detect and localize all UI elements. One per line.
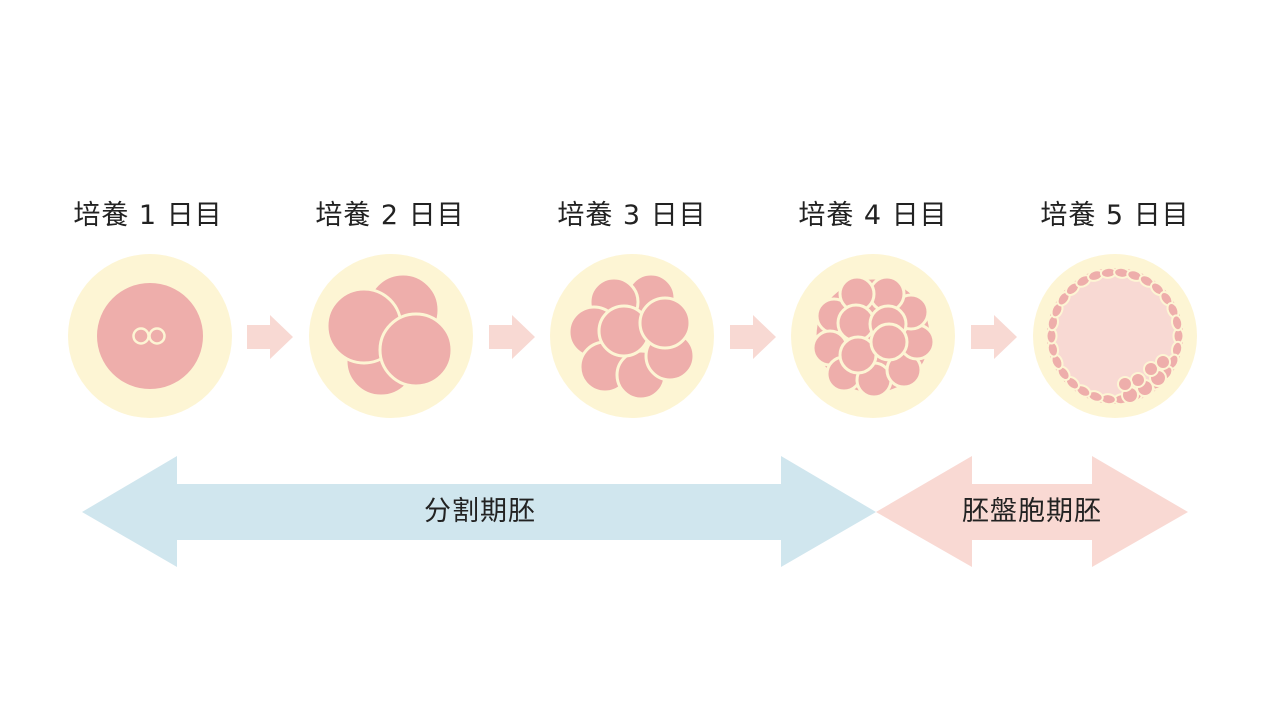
stage-label-day2: 培養 2 日目	[315, 200, 465, 231]
stage-label-day5: 培養 5 日目	[1040, 200, 1190, 231]
embryo-day4	[791, 254, 955, 418]
icm-cell	[1143, 361, 1159, 377]
embryo-day5	[1033, 254, 1197, 418]
embryo-day1	[68, 254, 232, 418]
stage-label-day4: 培養 4 日目	[798, 200, 948, 231]
step-arrow-3	[730, 315, 776, 359]
blastocyst-stage-arrow	[876, 456, 1188, 567]
step-arrow-4	[971, 315, 1017, 359]
cleavage-stage-label: 分割期胚	[424, 496, 536, 527]
icm-cell	[1155, 354, 1171, 370]
pronucleus	[148, 327, 166, 345]
stage-label-day1: 培養 1 日目	[73, 200, 223, 231]
blastocyst-stage-label: 胚盤胞期胚	[962, 496, 1102, 527]
embryo-day2	[309, 254, 473, 418]
trophectoderm-cell	[1170, 314, 1184, 332]
blastomere	[869, 322, 909, 362]
step-arrow-1	[247, 315, 293, 359]
cleavage-stage-arrow	[82, 456, 876, 567]
inner-cell-mass	[1117, 354, 1171, 404]
blastomere	[378, 312, 454, 388]
stage-label-day3: 培養 3 日目	[557, 200, 707, 231]
embryo-day3	[550, 254, 714, 418]
icm-cell	[1117, 376, 1133, 392]
blastomere	[638, 296, 692, 350]
icm-cell	[1130, 372, 1146, 388]
step-arrow-2	[489, 315, 535, 359]
